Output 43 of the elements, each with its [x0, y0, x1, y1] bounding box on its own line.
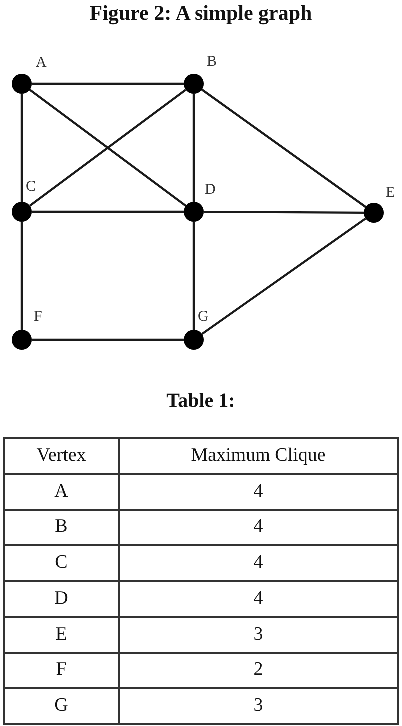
vertex-label: A	[36, 56, 47, 71]
rising-diagonal-edge	[202, 218, 366, 336]
table-cell: D	[4, 581, 119, 617]
vertex-label: B	[207, 55, 218, 70]
vertical-edge	[192, 222, 196, 330]
vertex-label: D	[205, 183, 216, 198]
table-cell: A	[4, 474, 119, 510]
column-header: Maximum Clique	[119, 438, 398, 474]
table-cell: 2	[119, 652, 398, 688]
vertex-dot	[184, 74, 204, 94]
table-cell: E	[4, 616, 119, 652]
vertical-edge	[192, 94, 196, 202]
vertex-dot	[12, 74, 32, 94]
vertex-label: G	[198, 310, 209, 325]
table-cell: C	[4, 545, 119, 581]
falling-diagonal-edge	[201, 88, 367, 208]
vertex-dot	[12, 330, 32, 350]
table-cell: F	[4, 652, 119, 688]
column-header: Vertex	[4, 438, 119, 474]
crossing-diagonal-edges	[29, 89, 187, 207]
table-cell: 4	[119, 474, 398, 510]
table-cell: 4	[119, 510, 398, 546]
vertex-label: C	[26, 180, 36, 195]
vertex-label: E	[386, 186, 396, 201]
figure-title: Figure 2: A simple graph	[88, 0, 314, 26]
horizontal-edge	[32, 210, 184, 214]
vertex-dot	[184, 202, 204, 222]
horizontal-edge	[204, 210, 364, 214]
table-cell: 4	[119, 581, 398, 617]
vertex-dot	[184, 330, 204, 350]
vertical-edge	[20, 222, 24, 330]
vertex-dot	[364, 203, 384, 223]
table-cell: B	[4, 510, 119, 546]
table-cell: 3	[119, 688, 398, 724]
vertex-dot	[12, 202, 32, 222]
table-cell: 4	[119, 545, 398, 581]
horizontal-edge	[32, 338, 184, 342]
vertical-edge	[20, 94, 24, 202]
table-title: Table 1:	[166, 389, 236, 413]
vertex-label: F	[34, 310, 42, 325]
horizontal-edge	[32, 82, 184, 86]
table-cell: 3	[119, 616, 398, 652]
table-cell: G	[4, 688, 119, 724]
